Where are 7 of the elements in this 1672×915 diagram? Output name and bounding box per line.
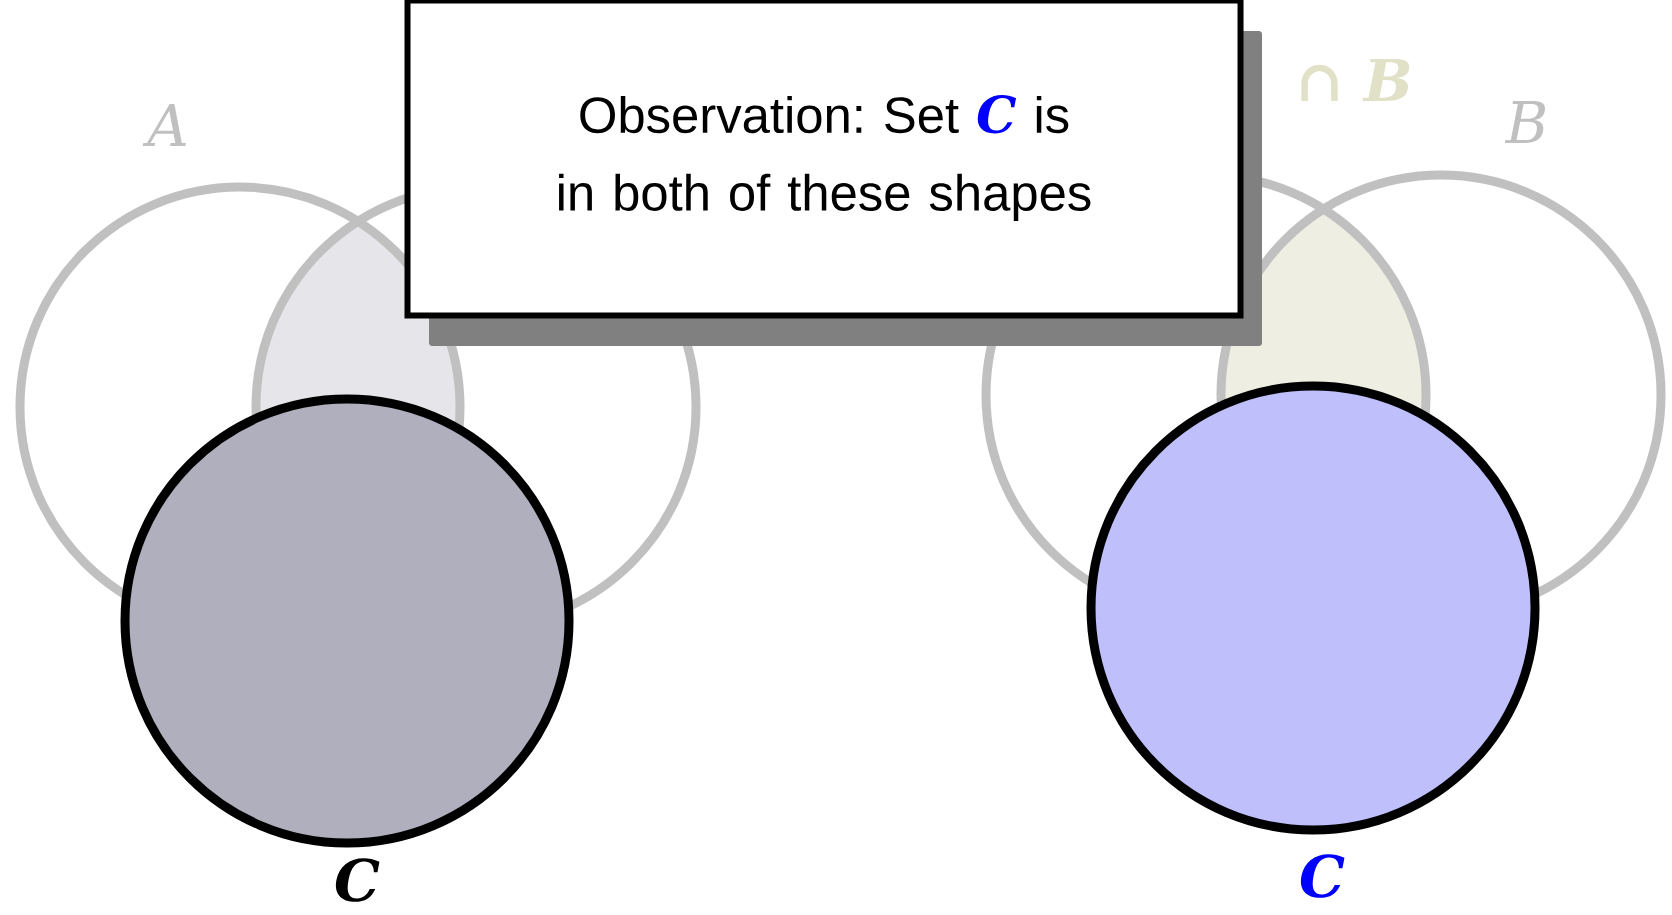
set-label: C: [1300, 854, 1345, 898]
set-label: A: [142, 103, 186, 147]
venn-circle: [1086, 381, 1540, 835]
set-label: C: [335, 858, 380, 902]
observation-tooltip: Observation: Set C is in both of these shapes: [404, 0, 1244, 319]
set-label: B: [1504, 100, 1545, 144]
venn-circle: [120, 394, 574, 848]
